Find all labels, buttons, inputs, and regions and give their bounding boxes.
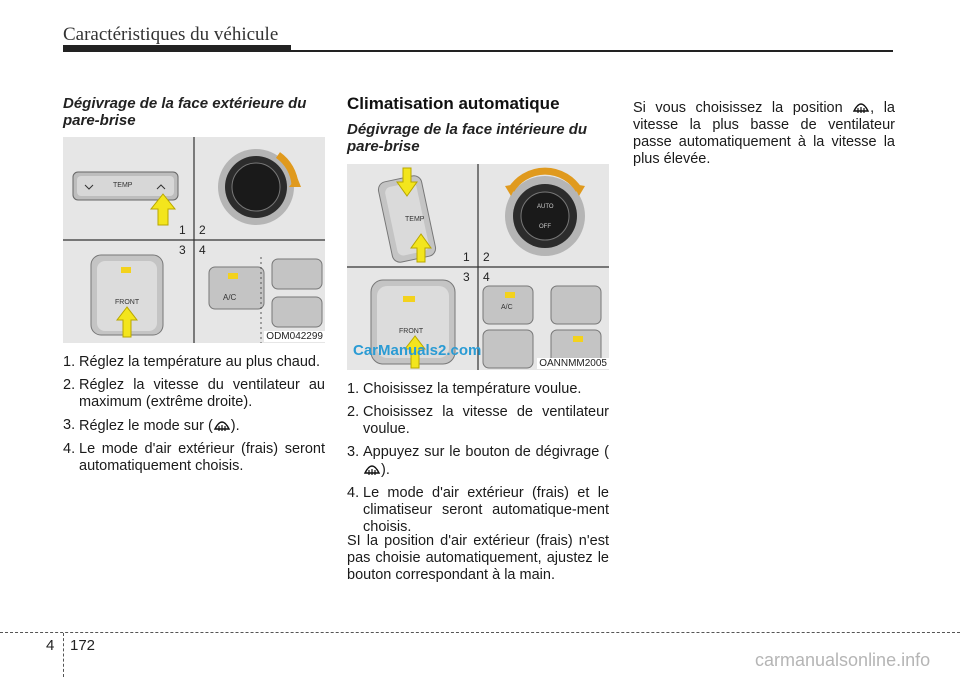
temp-label: TEMP (405, 216, 425, 223)
controls-illustration (63, 137, 325, 343)
section-heading-auto-climate: Climatisation automatique (347, 94, 560, 113)
header-bar (63, 45, 291, 52)
header-rule (63, 50, 893, 52)
controls-illustration (347, 164, 609, 370)
defrost-icon (363, 465, 381, 475)
page-header-title: Caractéristiques du véhicule (63, 24, 279, 45)
front-label: FRONT (399, 328, 424, 335)
footer-rule (0, 632, 960, 633)
figure-interior-defrost: 1 2 3 4 TEMP AUTO OFF FRONT A/C OANNMM20… (347, 164, 609, 370)
figure-label-1: 1 (463, 250, 470, 264)
list-item: 1.Réglez la température au plus chaud. (63, 354, 321, 370)
ac-label: A/C (223, 293, 237, 302)
figure-label-4: 4 (483, 270, 490, 284)
auto-label: AUTO (537, 204, 554, 210)
col3-paragraph: Si vous choisissez la position , la vite… (633, 100, 895, 167)
defrost-icon (853, 103, 870, 113)
section-subtitle-exterior: Dégivrage de la face extérieure du pare-… (63, 95, 307, 129)
note-paragraph: SI la position d'air extérieur (frais) n… (347, 533, 609, 583)
temp-label: TEMP (113, 182, 133, 189)
section-subtitle-interior: Dégivrage de la face intérieure du pare-… (347, 121, 588, 155)
list-item: 3.Réglez le mode sur (). (63, 417, 240, 434)
steps-interior: 1.Choisissez la température voulue. 2.Ch… (347, 381, 609, 542)
page-number: 172 (70, 637, 96, 654)
list-item: 2.Réglez la vitesse du ventilateur au ma… (63, 377, 325, 410)
defrost-icon (213, 421, 230, 431)
list-item: 3.Appuyez sur le bouton de dégivrage (). (347, 444, 609, 478)
figure-label-3: 3 (179, 243, 186, 257)
list-item: 4.Le mode d'air extérieur (frais) et le … (347, 485, 609, 535)
ac-label: A/C (501, 304, 513, 311)
watermark-logo: CarManuals2.com (353, 342, 482, 359)
watermark-text: carmanualsonline.info (755, 650, 931, 670)
front-label: FRONT (115, 299, 140, 306)
chapter-number: 4 (46, 637, 55, 654)
list-item: 4.Le mode d'air extérieur (frais) seront… (63, 441, 325, 474)
footer-divider (63, 633, 64, 677)
figure-label-1: 1 (179, 223, 186, 237)
steps-exterior: 1.Réglez la température au plus chaud. 2… (63, 354, 325, 481)
figure-label-2: 2 (199, 223, 206, 237)
list-item: 2.Choisissez la vitesse de ventilateur v… (347, 404, 609, 437)
off-label: OFF (539, 224, 551, 230)
figure-exterior-defrost: 1 2 3 4 TEMP FRONT A/C ODM042299 (63, 137, 325, 343)
list-item: 1.Choisissez la température voulue. (347, 381, 582, 397)
figure-code: OANNMM2005 (537, 358, 609, 369)
figure-label-3: 3 (463, 270, 470, 284)
figure-code: ODM042299 (264, 331, 325, 342)
figure-label-4: 4 (199, 243, 206, 257)
figure-label-2: 2 (483, 250, 490, 264)
